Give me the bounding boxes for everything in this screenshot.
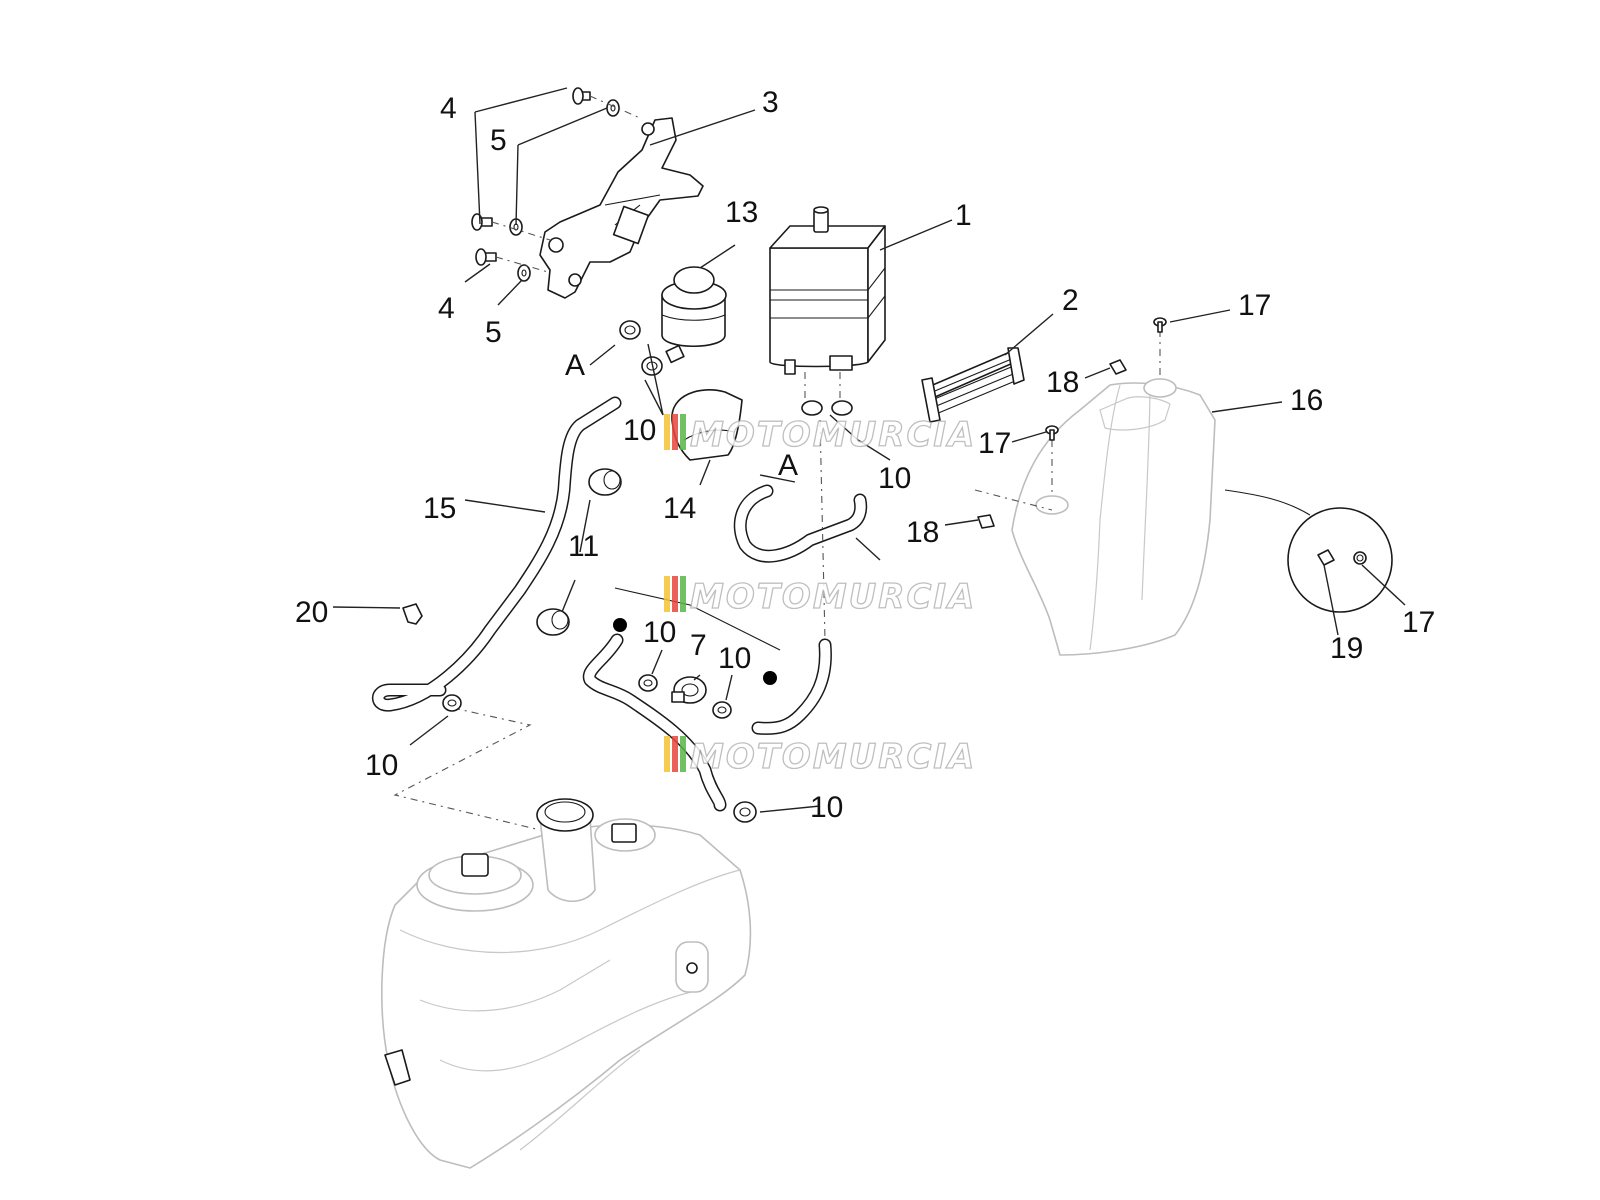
callout-16: 16 bbox=[1290, 384, 1323, 417]
callout-7: 7 bbox=[690, 629, 707, 662]
callout-1: 1 bbox=[955, 199, 972, 232]
callout-11: 11 bbox=[568, 530, 599, 563]
hose-clamp-5 bbox=[638, 674, 658, 692]
watermark-3: MOTOMURCIA bbox=[664, 736, 976, 778]
watermark-text-1: MOTOMURCIA bbox=[690, 415, 976, 455]
callout-10-mid-left: 10 bbox=[643, 616, 676, 649]
detail-magnifier bbox=[1224, 489, 1393, 613]
callout-labels: 1 2 3 4 4 5 5 7 10 10 10 10 10 10 11 13 … bbox=[295, 86, 1435, 824]
callout-18-lower: 18 bbox=[906, 516, 939, 549]
callout-13: 13 bbox=[725, 196, 758, 229]
callout-18-upper: 18 bbox=[1046, 366, 1079, 399]
bolt-dash-lines bbox=[491, 95, 641, 273]
hose-lower-right bbox=[751, 638, 832, 735]
callout-20: 20 bbox=[295, 596, 328, 629]
callout-5-upper: 5 bbox=[490, 124, 507, 157]
bolt-mid bbox=[471, 213, 493, 231]
callout-10-mid-right: 10 bbox=[718, 642, 751, 675]
hose-clamp-7 bbox=[442, 694, 462, 712]
bolt-upper bbox=[572, 87, 591, 105]
clip-upper bbox=[1109, 359, 1127, 375]
hose-clamp-8 bbox=[733, 801, 757, 823]
check-valve bbox=[671, 676, 707, 704]
hose-bracket-line bbox=[614, 587, 781, 651]
grommet-lower bbox=[536, 608, 570, 636]
tank-dash-line bbox=[393, 707, 541, 831]
callout-17-top: 17 bbox=[1238, 289, 1271, 322]
hose-long-left bbox=[372, 396, 622, 712]
cover-cap bbox=[671, 389, 743, 461]
watermark-1: MOTOMURCIA bbox=[664, 414, 976, 456]
callout-5-lower: 5 bbox=[485, 316, 502, 349]
screw-upper bbox=[1153, 317, 1167, 333]
washer-lower bbox=[517, 264, 531, 282]
bolt-lower bbox=[475, 248, 497, 266]
connection-dot-right bbox=[763, 671, 777, 685]
fuel-tank bbox=[381, 798, 752, 1169]
side-cover-panel bbox=[1011, 378, 1216, 656]
hose-clamp-4 bbox=[831, 400, 853, 416]
leader-lines bbox=[332, 87, 1406, 813]
callout-17-mid: 17 bbox=[978, 427, 1011, 460]
clip-lower bbox=[977, 514, 995, 529]
callout-10-filter: 10 bbox=[623, 414, 656, 447]
callout-10-bottom: 10 bbox=[810, 791, 843, 824]
reference-a-right: A bbox=[778, 449, 798, 482]
watermark-text-2: MOTOMURCIA bbox=[690, 577, 976, 617]
callout-15: 15 bbox=[423, 492, 456, 525]
washer-upper bbox=[606, 99, 620, 117]
callout-10-left: 10 bbox=[365, 749, 398, 782]
callout-4-lower: 4 bbox=[438, 292, 455, 325]
callout-2: 2 bbox=[1062, 284, 1079, 317]
callout-17-detail: 17 bbox=[1402, 606, 1435, 639]
hose-clip bbox=[402, 603, 423, 625]
connection-dot-left bbox=[613, 618, 627, 632]
hose-canister bbox=[733, 484, 868, 563]
screw-mid bbox=[1045, 425, 1059, 441]
retaining-strap bbox=[921, 347, 1025, 423]
hose-clamp-1 bbox=[619, 320, 641, 340]
reference-a-left: A bbox=[565, 349, 585, 382]
callout-4-upper: 4 bbox=[440, 92, 457, 125]
fuel-vapor-filter bbox=[661, 266, 727, 364]
callout-19: 19 bbox=[1330, 632, 1363, 665]
hose-clamp-3 bbox=[801, 400, 823, 416]
watermark-text-3: MOTOMURCIA bbox=[690, 737, 976, 777]
charcoal-canister bbox=[769, 206, 886, 375]
hose-clamp-6 bbox=[712, 701, 732, 719]
callout-10-canister: 10 bbox=[878, 462, 911, 495]
callout-14: 14 bbox=[663, 492, 696, 525]
grommet-upper bbox=[588, 468, 622, 496]
watermark-2: MOTOMURCIA bbox=[664, 576, 976, 618]
mounting-bracket bbox=[539, 117, 704, 299]
panel-dash-lines bbox=[974, 330, 1161, 511]
hose-lower-left bbox=[582, 633, 727, 812]
callout-3: 3 bbox=[762, 86, 779, 119]
